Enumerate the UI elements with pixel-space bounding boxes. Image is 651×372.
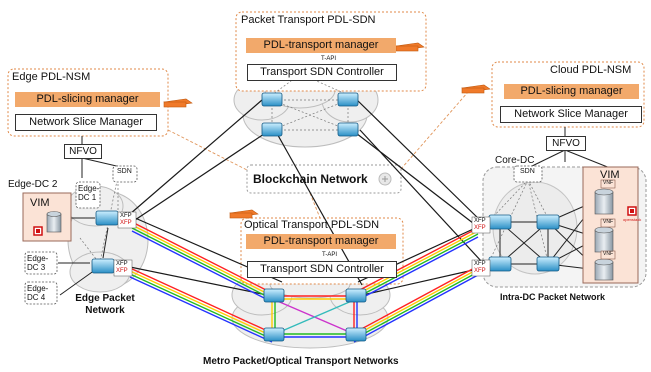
openstack-label: openstack: [623, 217, 642, 222]
edge-switches: [91, 210, 119, 274]
site-boxes: [24, 165, 543, 305]
optical-transport-controller: Transport SDN Controller: [247, 261, 397, 278]
edge-nfvo-box: NFVO: [64, 144, 102, 159]
cloud-slicing-manager: PDL-slicing manager: [504, 84, 639, 99]
packet-transport-manager: PDL-transport manager: [246, 38, 396, 53]
edge-packet-network-label: Edge Packet Network: [75, 293, 135, 316]
metro-label: Metro Packet/Optical Transport Networks: [203, 356, 399, 367]
core-switches: [488, 214, 560, 272]
core-dc-label: Core-DC: [495, 155, 535, 166]
vnf-label-2: VNF: [603, 219, 613, 225]
blockchain-icon: [378, 172, 392, 186]
edge-nsm-title: Edge PDL-NSM: [12, 71, 91, 83]
edge-xfp-4: XFP: [116, 268, 128, 274]
edge-dc3-label: Edge-DC 3: [27, 254, 49, 272]
packet-switches: [261, 92, 359, 137]
edge-dc4-label: Edge-DC 4: [27, 284, 49, 302]
optical-switches: [263, 288, 367, 342]
blockchain-label: Blockchain Network: [253, 172, 368, 186]
edge-dc2-label: Edge-DC 2: [8, 179, 58, 190]
vnf-tags: [600, 179, 616, 260]
edge-xfp-1: XFP: [120, 213, 132, 219]
optical-tapi-label: T-API: [322, 252, 338, 258]
optical-rainbow-links: [129, 221, 479, 343]
cloud-xfp-4: XFP: [474, 268, 486, 274]
cloud-vim-label: VIM: [600, 169, 620, 181]
cloud-network-slice-manager: Network Slice Manager: [500, 106, 642, 123]
edge-vim-server: [33, 211, 62, 236]
cloud-nsm-title: Cloud PDL-NSM: [550, 64, 632, 76]
edge-network-slice-manager: Network Slice Manager: [15, 114, 157, 131]
blockchain-links: [167, 91, 469, 219]
packet-tapi-label: T-API: [321, 56, 337, 62]
cloud-nfvo-box: NFVO: [546, 136, 586, 151]
blockchain-ledger-icons: [163, 42, 491, 219]
edge-xfp-2: XFP: [120, 220, 132, 226]
cloud-xfp-3: XFP: [474, 261, 486, 267]
edge-slicing-manager: PDL-slicing manager: [15, 92, 160, 107]
vnf-label-3: VNF: [603, 251, 613, 257]
edge-vim-label: VIM: [30, 197, 50, 209]
optical-transport-title: Optical Transport PDL-SDN: [244, 219, 380, 231]
core-servers: [594, 188, 637, 281]
cloud-sdn-label: SDN: [520, 168, 535, 175]
vnf-label-1: VNF: [603, 180, 613, 186]
edge-xfp-3: XFP: [116, 261, 128, 267]
packet-transport-controller: Transport SDN Controller: [247, 64, 397, 81]
optical-transport-manager: PDL-transport manager: [246, 234, 396, 249]
black-links: [124, 97, 483, 297]
packet-transport-title: Packet Transport PDL-SDN: [241, 14, 376, 26]
blockchain-box: [246, 164, 402, 194]
xfp-modules: [113, 211, 491, 277]
edge-sdn-label: SDN: [117, 168, 132, 175]
cloud-xfp-1: XFP: [474, 218, 486, 224]
edge-dc1-label: Edge-DC 1: [78, 184, 100, 202]
intra-dc-label: Intra-DC Packet Network: [500, 292, 606, 302]
cloud-xfp-2: XFP: [474, 225, 486, 231]
